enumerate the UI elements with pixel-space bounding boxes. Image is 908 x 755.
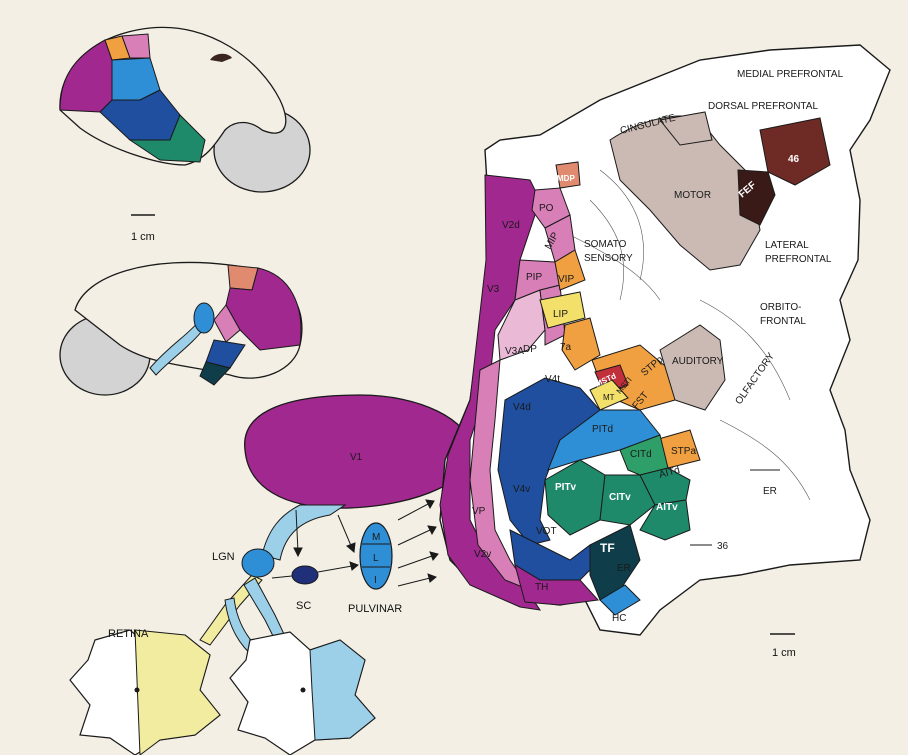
label-tf: TF xyxy=(600,541,615,555)
label-prefrontal: PREFRONTAL xyxy=(765,254,832,265)
label-v3: V3 xyxy=(487,284,500,295)
medial-brain-view xyxy=(60,262,302,395)
label-v2v: V2v xyxy=(474,549,491,560)
pulvinar-m-label: M xyxy=(372,532,380,543)
label-v4t: V4t xyxy=(545,374,560,385)
label-hc: HC xyxy=(612,613,626,624)
label-citv: CITv xyxy=(609,492,631,503)
label-v4d: V4d xyxy=(513,402,531,413)
label-7a: 7a xyxy=(560,342,572,353)
lgn-to-sc-line xyxy=(272,576,292,578)
flatmap: 1 cm MEDIAL PREFRONTAL DORSAL PREFRONTAL… xyxy=(440,45,890,659)
pulvinar-i-label: I xyxy=(374,575,377,586)
label-lateral: LATERAL xyxy=(765,240,809,251)
label-vp: VP xyxy=(472,506,486,517)
subcortical-pathway: V1 LGN SC M L I PULVINAR xyxy=(70,395,472,755)
label-frontal: FRONTAL xyxy=(760,316,806,327)
label-mt: MT xyxy=(603,393,615,402)
v1-label: V1 xyxy=(350,452,363,463)
label-pitd: PITd xyxy=(592,424,613,435)
scale-label-top: 1 cm xyxy=(131,231,155,243)
label-pitv: PITv xyxy=(555,482,577,493)
medial-lgn-pulvinar xyxy=(194,303,214,333)
label-36: 36 xyxy=(717,541,729,552)
label-aitv: AITv xyxy=(656,502,678,513)
scale-label-bottom: 1 cm xyxy=(772,647,796,659)
label-dorsal-prefrontal: DORSAL PREFRONTAL xyxy=(708,101,818,112)
label-orbito: ORBITO- xyxy=(760,302,801,313)
label-stpa: STPa xyxy=(671,446,696,457)
label-v3a: V3A xyxy=(505,346,524,357)
retina-right-fovea xyxy=(301,688,306,693)
label-vot: VOT xyxy=(536,526,557,537)
label-po: PO xyxy=(539,203,554,214)
retina-left-temporal xyxy=(135,630,220,755)
label-vip: VIP xyxy=(558,274,574,285)
label-area-46: 46 xyxy=(788,154,800,165)
sc-label: SC xyxy=(296,600,311,612)
label-v4v: V4v xyxy=(513,484,530,495)
label-somato: SOMATO xyxy=(584,239,627,250)
label-er-upper: ER xyxy=(763,486,777,497)
sc-node xyxy=(292,566,318,584)
lgn-node xyxy=(242,549,274,577)
lateral-brain-view: 1 cm xyxy=(60,27,310,243)
label-er-lower: ER xyxy=(617,563,631,574)
retina-right-nasal xyxy=(310,640,375,740)
label-citd: CITd xyxy=(630,449,652,460)
label-motor: MOTOR xyxy=(674,190,711,201)
optic-radiation xyxy=(262,505,345,560)
label-th: TH xyxy=(535,582,548,593)
pulvinar-label: PULVINAR xyxy=(348,603,402,615)
label-dp: DP xyxy=(523,344,537,355)
label-auditory: AUDITORY xyxy=(672,356,724,367)
label-v2d: V2d xyxy=(502,220,520,231)
retina-label: RETINA xyxy=(108,628,149,640)
label-lip: LIP xyxy=(553,309,568,320)
lateral-v1 xyxy=(60,40,112,112)
label-medial-prefrontal: MEDIAL PREFRONTAL xyxy=(737,69,844,80)
lgn-label: LGN xyxy=(212,551,235,563)
label-mdp: MDP xyxy=(557,174,575,183)
label-pip: PIP xyxy=(526,272,542,283)
pulvinar-l-label: L xyxy=(373,553,379,564)
label-sensory: SENSORY xyxy=(584,253,633,264)
retina-left-fovea xyxy=(135,688,140,693)
